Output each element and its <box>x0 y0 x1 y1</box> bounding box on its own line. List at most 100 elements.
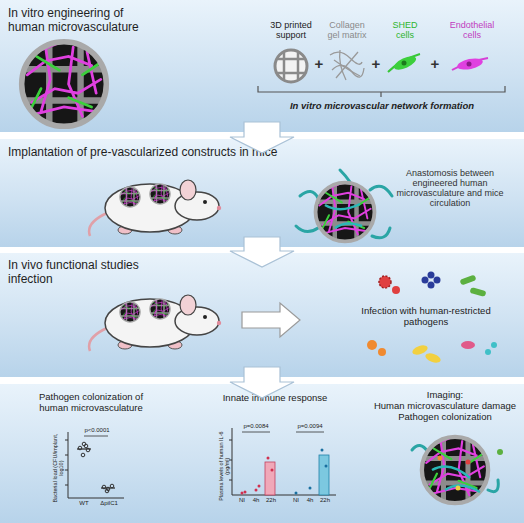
band-heading: In vivo functional studies infection <box>8 259 160 287</box>
shed-cell-icon <box>388 53 420 72</box>
imaging-image-part <box>497 449 503 455</box>
cytokine-chart-part <box>295 492 298 495</box>
cytokine-chart-part <box>255 489 258 492</box>
printed-support-icon <box>275 50 307 82</box>
axis-title: Bacterial load (CFU/implant, log10) <box>52 428 64 508</box>
pathogen-icons-part <box>422 277 429 284</box>
bacterial-load-chart-part <box>81 453 85 457</box>
axis-tick: 22h <box>263 497 279 504</box>
endothelial-cell-icon <box>452 56 488 71</box>
cytokine-chart-part <box>271 469 274 472</box>
cytokine-chart-part <box>241 492 244 495</box>
imaging-image-part <box>432 466 480 492</box>
mouse-implanted-part <box>119 186 141 208</box>
bacterial-load-chart <box>65 432 124 498</box>
bacterial-load-chart-part <box>101 487 115 488</box>
pathogen-icons-part <box>367 340 377 350</box>
imaging-image-part <box>456 486 461 491</box>
printed-support-icon-part <box>275 50 307 82</box>
collagen-icon <box>330 50 364 80</box>
mouse-implanted <box>89 180 221 236</box>
component-label: Collagen gel matrix <box>322 20 372 40</box>
pathogen-icons-part <box>459 274 476 285</box>
p-value: p=0.0094 <box>290 423 330 430</box>
anastomosis-image-part <box>296 170 392 238</box>
p-value: p<0.0001 <box>74 427 120 434</box>
endothelial-cell-icon-part <box>467 62 472 67</box>
bacterial-load-chart-part <box>84 444 88 448</box>
pathogen-icons-part <box>485 349 491 355</box>
bacterial-load-chart-part <box>105 489 109 493</box>
infection-note: Infection with human-restricted pathogen… <box>355 306 497 327</box>
plus-sign: + <box>428 56 442 73</box>
p-value: p=0.0084 <box>236 423 276 430</box>
pathogen-icons-part <box>428 272 435 279</box>
mouse-infected-part <box>119 301 141 323</box>
bracket-part <box>258 86 505 97</box>
cytokine-chart-part <box>244 491 247 494</box>
cytokine-chart <box>229 428 336 495</box>
imaging-image-part <box>419 434 491 506</box>
bacterial-load-chart-part <box>78 446 82 450</box>
cytokine-chart-part <box>267 457 270 460</box>
endothelial-cell-icon-part <box>452 58 488 70</box>
pathogen-icons-part <box>491 342 497 348</box>
axis-tick: NI <box>290 497 302 504</box>
anastomosis-image <box>296 170 392 244</box>
scaffold-image <box>18 38 110 130</box>
collagen-icon-part <box>334 60 360 76</box>
collagen-icon-part <box>330 52 362 64</box>
cytokine-chart-part <box>319 455 329 495</box>
cytokine-chart-part <box>242 432 324 433</box>
imaging-image-part <box>438 456 443 461</box>
mouse-infected <box>89 295 221 351</box>
infection-arrow-part <box>242 303 300 337</box>
panel-heading: Imaging: <box>370 390 520 401</box>
pathogen-icons-part <box>469 287 486 297</box>
shed-cell-icon-part <box>388 54 420 72</box>
axis-title: Plasma levels of human IL-6 (pg/ml) <box>218 424 230 508</box>
component-label: 3D printed support <box>266 20 316 40</box>
pathogen-icons-part <box>378 348 386 356</box>
bacterial-load-chart-part <box>110 484 114 488</box>
cytokine-chart-part <box>325 465 328 468</box>
scaffold-image-part <box>18 38 110 130</box>
component-label: Endothelial cells <box>442 20 502 40</box>
pathogen-icons-part <box>428 282 435 289</box>
imaging-image-part <box>466 460 471 465</box>
process-caption: In vitro microvascular network formation <box>258 101 506 112</box>
bacterial-load-chart-part <box>106 487 110 491</box>
imaging-image <box>412 434 503 506</box>
shed-cell-icon-part <box>392 53 418 72</box>
collagen-icon-part <box>336 52 358 78</box>
panel-heading: Pathogen colonization of human microvasc… <box>28 392 154 414</box>
bacterial-load-chart-part <box>65 432 124 498</box>
cytokine-chart-part <box>321 449 324 452</box>
mouse-implanted-part <box>149 183 171 205</box>
cytokine-chart-part <box>229 428 336 495</box>
axis-tick: 4h <box>304 497 316 504</box>
endothelial-cell-icon-part <box>456 56 484 71</box>
collagen-icon-part <box>340 50 346 80</box>
cytokine-chart-part <box>309 487 312 490</box>
pathogen-icons-part <box>424 352 442 365</box>
band-heading: In vitro engineering of human microvascu… <box>8 7 160 35</box>
panel-heading: Pathogen colonization <box>370 412 520 423</box>
bracket <box>258 86 505 97</box>
plus-sign: + <box>369 56 383 73</box>
component-label: SHED cells <box>383 20 427 40</box>
anastomosis-image-part <box>325 204 362 228</box>
flow-arrow <box>230 122 294 153</box>
mouse-infected-part <box>89 295 221 351</box>
pathogen-icons-part <box>434 277 441 284</box>
plus-sign: + <box>312 56 326 73</box>
flow-arrow <box>230 237 294 267</box>
bacterial-load-chart-part <box>82 442 86 446</box>
mouse-implanted-part <box>89 180 221 236</box>
axis-tick: 4h <box>250 497 262 504</box>
mouse-infected-part <box>149 298 171 320</box>
